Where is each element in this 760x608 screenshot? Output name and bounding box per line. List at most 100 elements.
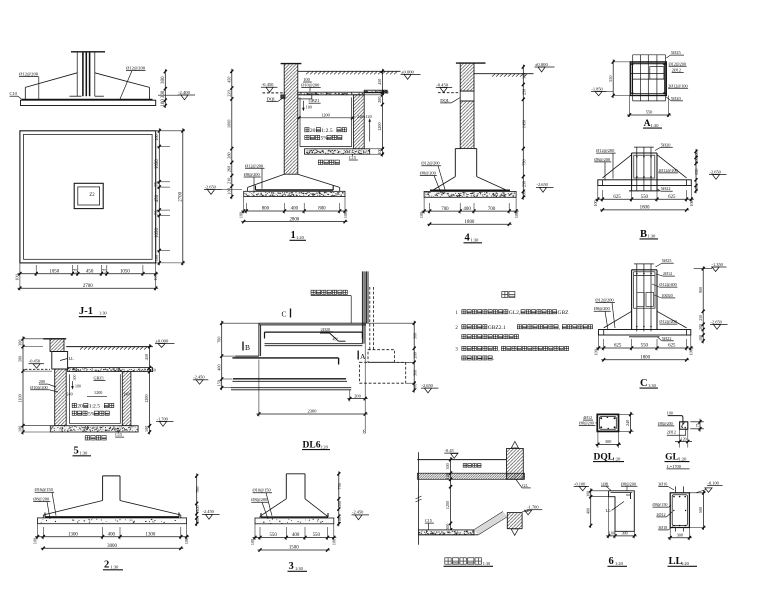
svg-text:300: 300 xyxy=(445,524,450,530)
svg-text:-0.450: -0.450 xyxy=(436,82,449,87)
svg-text:Ø10@200: Ø10@200 xyxy=(301,83,320,88)
svg-text:100: 100 xyxy=(522,191,527,197)
svg-text:2: 2 xyxy=(104,560,109,571)
svg-text:400: 400 xyxy=(216,364,221,370)
svg-text:400: 400 xyxy=(463,207,471,212)
svg-text:5Ø25: 5Ø25 xyxy=(662,258,673,263)
svg-text:5%: 5% xyxy=(88,411,96,417)
svg-text:100: 100 xyxy=(306,104,312,109)
svg-text:2Ø12@100: 2Ø12@100 xyxy=(668,83,687,88)
svg-text:240: 240 xyxy=(67,391,73,396)
svg-text:700: 700 xyxy=(441,207,449,212)
svg-text:500: 500 xyxy=(18,356,23,362)
svg-text:1100: 1100 xyxy=(18,394,23,402)
svg-text:450: 450 xyxy=(155,194,160,202)
svg-text:1:30: 1:30 xyxy=(648,234,657,239)
svg-text:Ø8@200: Ø8@200 xyxy=(244,172,261,177)
svg-text:625: 625 xyxy=(668,344,676,349)
svg-text:200: 200 xyxy=(377,97,382,103)
svg-text:C: C xyxy=(282,310,287,319)
svg-text:100: 100 xyxy=(609,531,615,536)
svg-text:Ø8@200: Ø8@200 xyxy=(251,497,268,502)
svg-text:Ø12@200: Ø12@200 xyxy=(595,298,614,303)
svg-text:400: 400 xyxy=(108,532,116,537)
svg-text:DL6: DL6 xyxy=(303,441,321,451)
svg-text:1050: 1050 xyxy=(155,159,160,169)
svg-text:400: 400 xyxy=(292,533,300,538)
svg-text:120: 120 xyxy=(681,437,687,441)
svg-text:625: 625 xyxy=(614,344,622,349)
svg-text:-2.400: -2.400 xyxy=(178,90,191,95)
svg-text:-1.350: -1.350 xyxy=(712,262,724,267)
svg-text:GBZ1: GBZ1 xyxy=(309,98,320,103)
svg-text:3Ø16: 3Ø16 xyxy=(658,482,667,487)
svg-text:GBZ1: GBZ1 xyxy=(94,376,104,381)
svg-text:650: 650 xyxy=(694,169,699,175)
svg-text:100: 100 xyxy=(144,426,149,432)
svg-text:1000: 1000 xyxy=(226,120,231,128)
svg-text:300: 300 xyxy=(677,532,683,537)
svg-text:3000: 3000 xyxy=(107,544,117,549)
svg-text:200: 200 xyxy=(694,158,699,164)
svg-text:Ø8@200: Ø8@200 xyxy=(579,421,594,426)
svg-text:500: 500 xyxy=(337,501,342,507)
svg-text:5Ø20: 5Ø20 xyxy=(661,142,672,147)
svg-text:L=1700: L=1700 xyxy=(667,464,682,469)
svg-text:DQL: DQL xyxy=(267,97,277,102)
svg-text:DQL: DQL xyxy=(594,453,615,463)
svg-text:300: 300 xyxy=(522,73,527,79)
svg-text:100: 100 xyxy=(688,349,693,355)
svg-text:240: 240 xyxy=(625,420,630,426)
svg-text:300: 300 xyxy=(195,505,200,511)
svg-text:Ø16@150: Ø16@150 xyxy=(35,487,54,492)
svg-text:280: 280 xyxy=(412,352,417,358)
svg-text:550: 550 xyxy=(269,533,277,538)
svg-text:-2.450: -2.450 xyxy=(203,509,215,514)
svg-text:1:30: 1:30 xyxy=(80,451,89,456)
svg-text:-2.650: -2.650 xyxy=(422,383,434,388)
svg-text:280: 280 xyxy=(226,152,231,158)
svg-text:1800: 1800 xyxy=(640,356,650,361)
svg-text:1:20: 1:20 xyxy=(679,457,688,462)
svg-text:-0.100: -0.100 xyxy=(708,480,720,485)
svg-text:200: 200 xyxy=(694,151,699,157)
svg-text:Ø8@200: Ø8@200 xyxy=(621,481,636,486)
svg-text:300: 300 xyxy=(161,76,166,84)
svg-text:1:30: 1:30 xyxy=(295,566,304,571)
svg-text:J-1: J-1 xyxy=(79,306,93,317)
svg-text:100: 100 xyxy=(184,538,189,544)
svg-text:100: 100 xyxy=(239,212,244,218)
svg-text:-0.450: -0.450 xyxy=(262,82,275,87)
svg-text:625: 625 xyxy=(613,195,621,200)
svg-text:DQL: DQL xyxy=(440,98,450,103)
svg-text:Ø12@200: Ø12@200 xyxy=(126,66,146,71)
svg-text:150: 150 xyxy=(216,380,221,386)
svg-text:1:2.5: 1:2.5 xyxy=(89,404,101,410)
svg-text:1050: 1050 xyxy=(155,228,160,238)
svg-text:100: 100 xyxy=(514,212,519,218)
svg-text:100: 100 xyxy=(32,538,37,544)
svg-text:Ø8@200: Ø8@200 xyxy=(594,157,611,162)
svg-text:20: 20 xyxy=(310,128,316,134)
svg-text:-1.700: -1.700 xyxy=(527,505,539,510)
svg-text:300: 300 xyxy=(622,531,628,536)
svg-text:100: 100 xyxy=(75,385,81,389)
svg-text:1200: 1200 xyxy=(94,390,102,395)
svg-text:200: 200 xyxy=(354,393,360,398)
svg-text:10Ø20: 10Ø20 xyxy=(661,293,672,298)
svg-text:-2.450: -2.450 xyxy=(193,375,205,380)
svg-text:LL: LL xyxy=(669,556,683,567)
svg-text:750: 750 xyxy=(337,483,342,489)
svg-text:450: 450 xyxy=(144,354,149,360)
svg-text:Ø12@200: Ø12@200 xyxy=(659,319,676,324)
svg-text:1:30: 1:30 xyxy=(648,383,657,388)
svg-text:2Ø20: 2Ø20 xyxy=(321,327,332,332)
svg-text:Ø8@150: Ø8@150 xyxy=(653,502,668,507)
svg-text:Ø12@200: Ø12@200 xyxy=(669,61,686,66)
svg-text:Ø8@200: Ø8@200 xyxy=(420,171,437,176)
svg-text:Ø8@200: Ø8@200 xyxy=(33,497,50,502)
svg-text:Ø12@200: Ø12@200 xyxy=(421,161,440,166)
svg-text:300: 300 xyxy=(73,375,77,381)
svg-text:500: 500 xyxy=(412,333,417,339)
svg-text:Ø12@200: Ø12@200 xyxy=(596,148,615,153)
